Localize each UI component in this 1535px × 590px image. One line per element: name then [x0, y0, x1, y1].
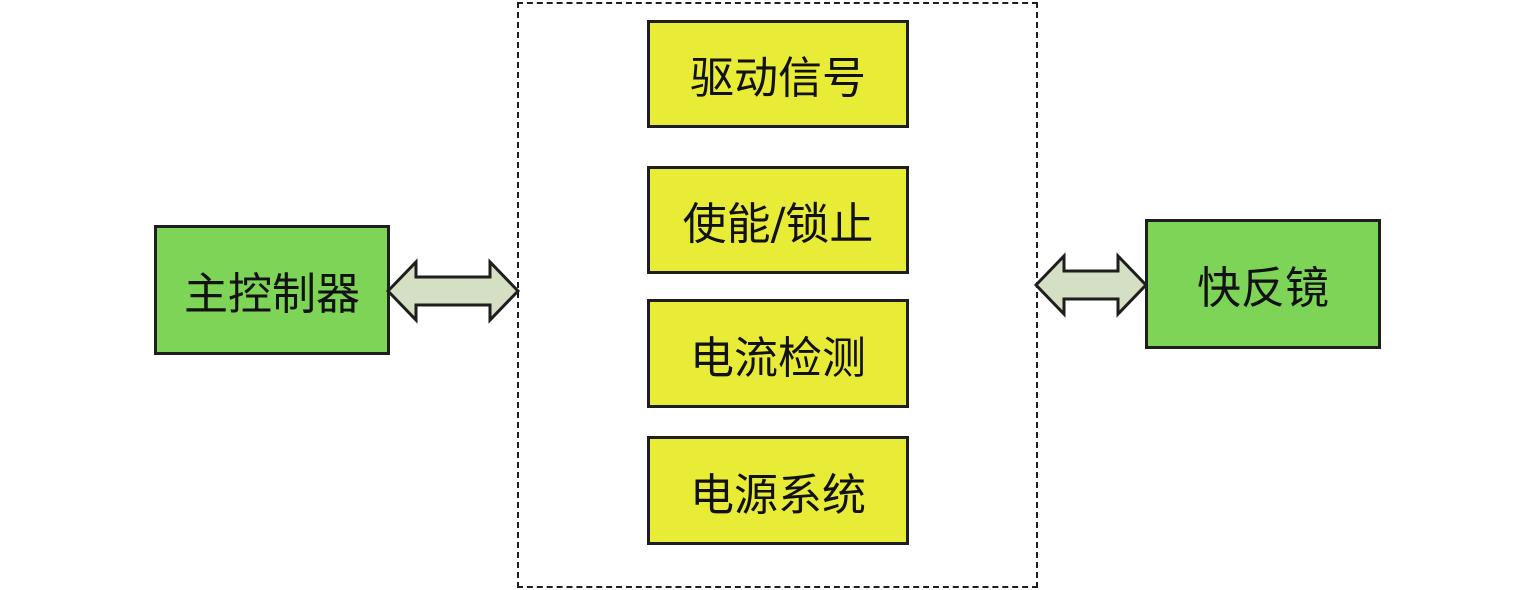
enable-lock-label: 使能/锁止 [682, 199, 874, 250]
fast-steering-mirror-node: 快反镜 [1145, 219, 1381, 349]
enable-lock-node: 使能/锁止 [647, 166, 909, 274]
drive-signal-node: 驱动信号 [647, 20, 909, 128]
fast-steering-mirror-label: 快反镜 [1197, 263, 1329, 314]
main-controller-node: 主控制器 [154, 225, 390, 355]
module-mirror-bidirectional-arrow [1033, 252, 1149, 318]
power-system-label: 电源系统 [690, 469, 866, 521]
drive-signal-label: 驱动信号 [690, 53, 866, 104]
driver-module-group [517, 2, 1038, 588]
current-detection-label: 电流检测 [690, 332, 866, 384]
power-system-node: 电源系统 [647, 436, 909, 545]
controller-module-bidirectional-arrow [385, 258, 521, 324]
main-controller-label: 主控制器 [184, 269, 360, 320]
current-detection-node: 电流检测 [647, 299, 909, 408]
